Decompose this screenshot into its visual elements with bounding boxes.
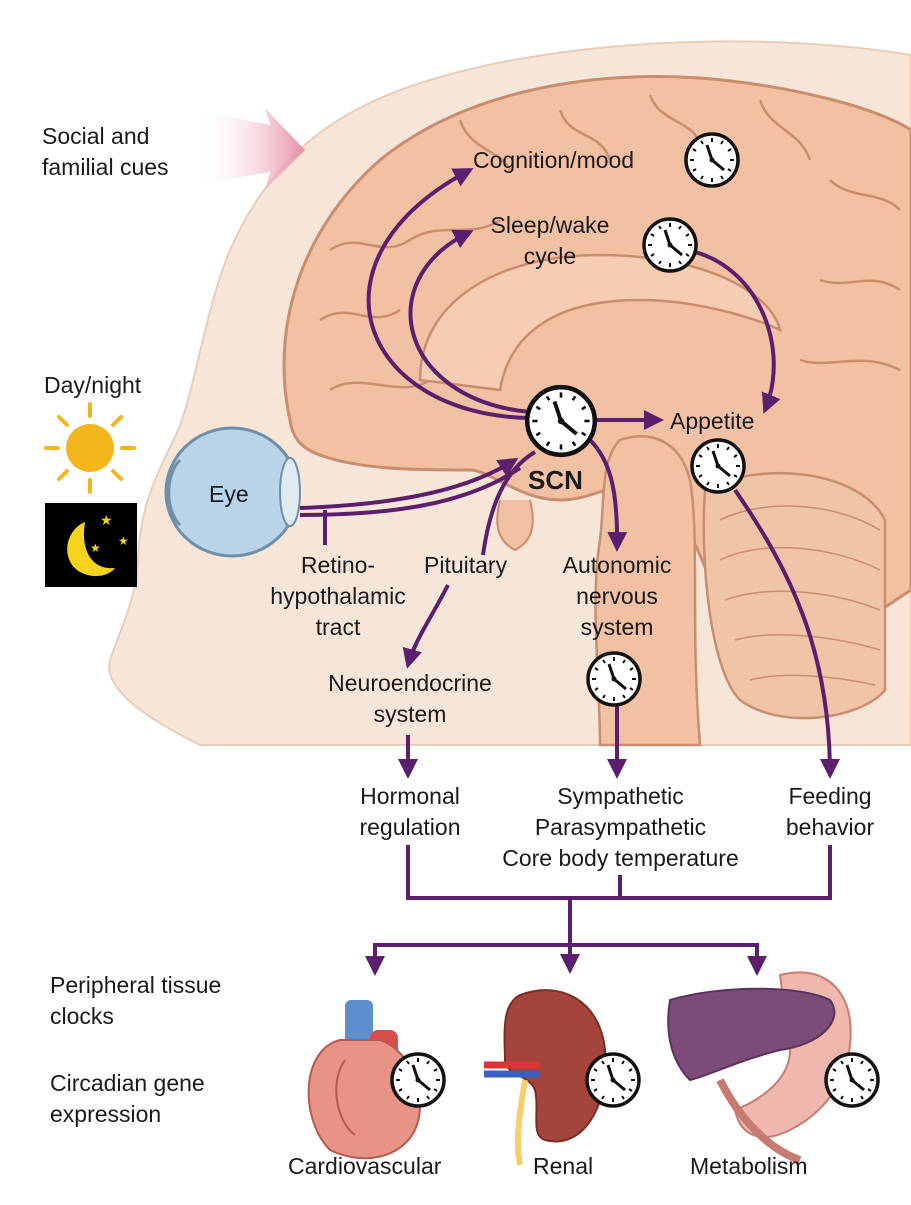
svg-text:★: ★ [100,513,113,529]
neuroendocrine-line-2: system [373,701,447,727]
sleep-line-2: cycle [523,243,577,269]
peripheral-label: Peripheral tissue clocks [50,970,221,1032]
pituitary-label: Pituitary [424,552,508,578]
autonomic-line-1: Autonomic [562,552,672,578]
feeding-label: Feeding behavior [770,781,890,843]
circadian-line-2: expression [50,1101,162,1127]
circadian-line-1: Circadian gene [50,1070,205,1096]
social-cues-label: Social and familial cues [42,121,169,183]
clock-icon [690,438,746,494]
corpus-callosum [418,253,782,392]
renal-label: Renal [533,1153,594,1179]
moon-icon: ★ ★ ★ [45,503,137,587]
liver-icon [667,971,852,1164]
hormonal-line-1: Hormonal [360,783,460,809]
cardio-label: Cardiovascular [288,1153,442,1179]
retino-line-2: hypothalamic [270,583,406,609]
appetite-label: Appetite [670,408,755,434]
clock-icon [684,132,740,188]
autonomic-line-3: system [580,614,654,640]
sympathetic-line-2: Parasympathetic [534,814,707,840]
clock-icon [824,1052,880,1108]
scn-label: SCN [528,465,583,495]
pathways [299,168,840,976]
sympathetic-label: Sympathetic Parasympathetic Core body te… [468,781,773,874]
social-cues-line-1: Social and [42,123,150,149]
clock-icon [585,1052,641,1108]
autonomic-label: Autonomic nervous system [542,550,692,643]
cognition-label: Cognition/mood [473,147,635,173]
sun-icon [44,402,136,494]
cerebellum-folds [719,505,881,686]
clock-icon [586,651,642,707]
clock-icon [527,387,595,455]
social-cues-line-2: familial cues [42,154,169,180]
sympathetic-line-3: Core body temperature [502,845,739,871]
hormonal-line-2: regulation [359,814,461,840]
day-night-label: Day/night [44,372,142,398]
neuroendocrine-label: Neuroendocrine system [305,668,515,730]
svg-text:★: ★ [90,541,101,555]
neuroendocrine-line-1: Neuroendocrine [328,670,492,696]
autonomic-line-2: nervous [576,583,658,609]
eye-icon [164,426,301,558]
sympathetic-line-1: Sympathetic [557,783,684,809]
kidney-icon [484,989,607,1166]
sleep-line-1: Sleep/wake [490,212,610,238]
retino-label: Retino- hypothalamic tract [258,550,418,643]
clock-icon [642,217,698,273]
circadian-label: Circadian gene expression [50,1068,205,1130]
metabolism-label: Metabolism [690,1153,808,1179]
peripheral-line-1: Peripheral tissue [50,972,222,998]
sleep-label: Sleep/wake cycle [480,210,620,272]
retino-line-1: Retino- [300,552,376,578]
peripheral-line-2: clocks [50,1003,114,1029]
feeding-line-2: behavior [785,814,875,840]
retino-line-3: tract [315,614,361,640]
social-cues-arrow [195,108,305,190]
brain-folds [319,94,901,392]
eye-label: Eye [209,481,249,507]
pituitary-gland [496,499,534,552]
hormonal-label: Hormonal regulation [335,781,485,843]
feeding-line-1: Feeding [788,783,872,809]
svg-text:★: ★ [118,534,129,548]
clock-icon [390,1052,446,1108]
